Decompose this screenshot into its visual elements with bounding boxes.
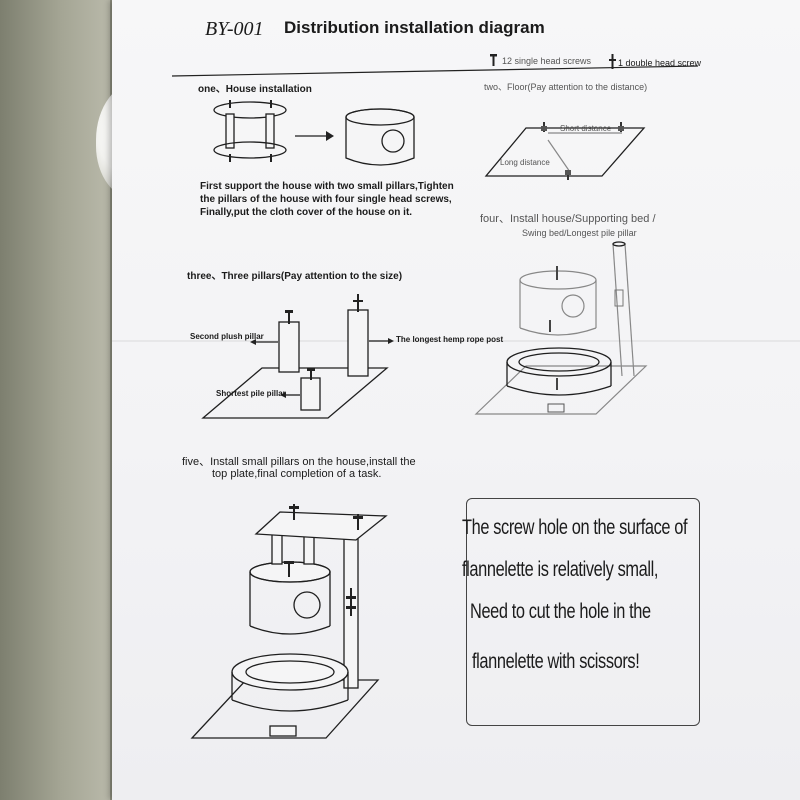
step1-text-line3: Finally,put the cloth cover of the house… [200,207,413,218]
background-surface [0,0,110,800]
step5-heading-line2: top plate,final completion of a task. [212,468,382,480]
single-screw-icon [490,54,497,66]
step4-heading-line2: Swing bed/Longest pile pillar [522,228,637,238]
step5-heading-line1: five、Install small pillars on the house,… [182,456,416,468]
step3-heading: three、Three pillars(Pay attention to the… [187,271,403,282]
step1-heading: one、House installation [198,84,312,95]
step1-text-line2: the pillars of the house with four singl… [200,194,452,205]
legend-single-screws: 12 single head screws [502,56,592,66]
longest-hemp-rope-post-label: The longest hemp rope post [396,335,504,344]
page-title: Distribution installation diagram [284,18,545,37]
paper-fold-line [112,340,800,342]
step2-heading: two、Floor(Pay attention to the distance) [484,82,648,92]
second-plush-pillar-label: Second plush pillar [190,332,264,341]
double-screw-icon [609,54,616,69]
note-line1: The screw hole on the surface of [462,516,688,539]
step4-heading-line1: four、Install house/Supporting bed / [480,213,656,225]
note-line3: Need to cut the hole in the [470,600,651,623]
model-number: BY-001 [205,18,264,40]
note-line4: flannelette with scissors! [472,650,640,673]
note-line2: flannelette is relatively small, [462,558,658,581]
short-distance-label: Short distance [560,124,612,133]
shortest-pile-pillar-label: Shortest pile pillar [216,389,286,398]
step1-text-line1: First support the house with two small p… [200,181,454,192]
legend-double-screw: 1 double head screw [618,58,702,68]
long-distance-label: Long distance [500,158,550,167]
scissors-note-box [466,498,700,726]
